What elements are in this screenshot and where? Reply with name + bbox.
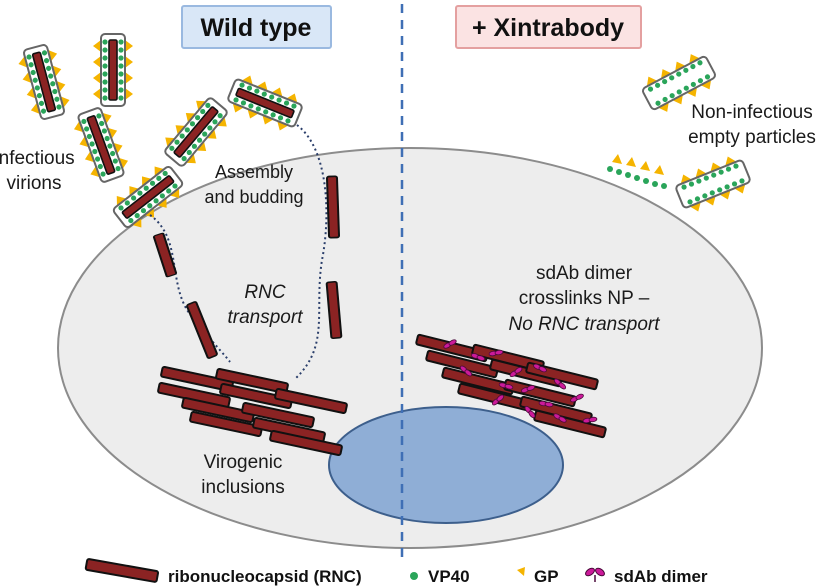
svg-text:No RNC transport: No RNC transport xyxy=(509,314,661,335)
rnc-transported xyxy=(325,175,341,239)
legend-rnc-icon xyxy=(84,558,160,583)
label-sdab-crosslinks: sdAb dimer crosslinks NP – No RNC transp… xyxy=(509,263,661,335)
svg-text:Assembly: Assembly xyxy=(215,162,293,182)
label-infectious-virions: Infectious virions xyxy=(0,148,75,194)
svg-text:RNC: RNC xyxy=(244,282,285,303)
legend-sdab-label: sdAb dimer xyxy=(614,567,708,586)
svg-text:empty particles: empty particles xyxy=(688,127,816,148)
virion xyxy=(93,34,133,106)
nucleus xyxy=(328,406,564,524)
legend-sdab-icon xyxy=(585,567,605,582)
label-virogenic-inclusions: Virogenic inclusions xyxy=(201,452,284,498)
legend-gp-icon xyxy=(517,567,525,576)
svg-text:inclusions: inclusions xyxy=(201,477,284,498)
title-wild-type: Wild type xyxy=(181,5,332,49)
legend-vp40-icon xyxy=(410,572,418,580)
label-assembly-budding: Assembly and budding xyxy=(204,162,303,207)
label-rnc-transport: RNC transport xyxy=(228,282,304,328)
legend-gp-label: GP xyxy=(534,567,559,586)
legend-vp40-label: VP40 xyxy=(428,567,470,586)
svg-text:+ Xintrabody: + Xintrabody xyxy=(472,14,624,42)
virion xyxy=(70,104,132,185)
virion xyxy=(224,71,306,135)
legend-rnc-label: ribonucleocapsid (RNC) xyxy=(168,567,362,586)
cell xyxy=(57,147,763,549)
svg-text:crosslinks NP –: crosslinks NP – xyxy=(519,288,650,309)
budding-patch xyxy=(607,154,667,189)
empty-particle xyxy=(672,152,754,216)
svg-text:and budding: and budding xyxy=(204,187,303,207)
svg-text:Non-infectious: Non-infectious xyxy=(691,102,812,123)
svg-text:sdAb dimer: sdAb dimer xyxy=(536,263,633,284)
title-xintrabody: + Xintrabody xyxy=(455,5,642,49)
svg-text:virions: virions xyxy=(7,173,62,194)
legend: ribonucleocapsid (RNC) VP40 GP sdAb dime… xyxy=(84,558,708,586)
virion xyxy=(158,92,235,173)
label-non-infectious: Non-infectious empty particles xyxy=(688,102,816,148)
svg-text:Infectious: Infectious xyxy=(0,148,75,169)
svg-text:Virogenic: Virogenic xyxy=(204,452,283,473)
svg-text:Wild type: Wild type xyxy=(201,14,312,42)
virion xyxy=(15,42,72,122)
svg-text:transport: transport xyxy=(228,307,304,328)
